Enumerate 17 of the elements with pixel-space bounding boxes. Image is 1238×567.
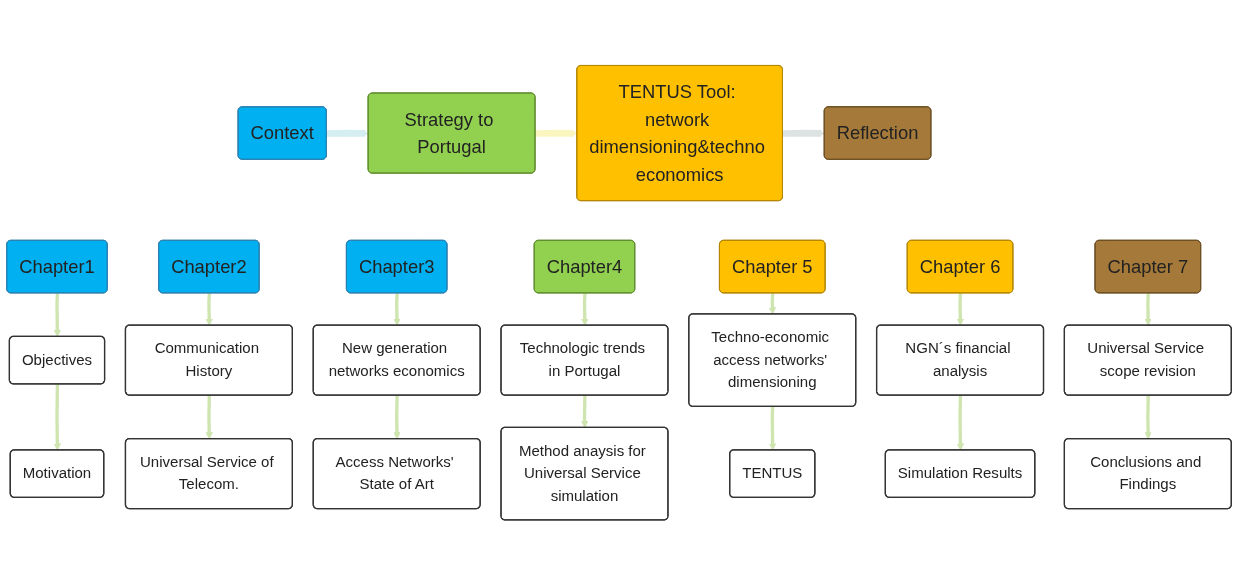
arrow bbox=[956, 395, 965, 451]
arrow bbox=[1144, 293, 1152, 326]
arrow bbox=[53, 293, 61, 338]
arrow bbox=[1144, 395, 1152, 440]
arrow bbox=[53, 384, 61, 451]
arrow bbox=[580, 395, 589, 429]
arrow bbox=[782, 129, 825, 138]
arrow bbox=[768, 406, 777, 451]
arrow bbox=[326, 129, 369, 138]
arrow bbox=[393, 293, 401, 326]
arrow bbox=[768, 293, 777, 315]
arrow bbox=[205, 293, 213, 326]
arrow bbox=[205, 395, 213, 440]
arrow bbox=[535, 129, 578, 138]
arrow bbox=[581, 293, 589, 326]
arrow bbox=[393, 395, 401, 440]
arrow bbox=[956, 293, 964, 326]
